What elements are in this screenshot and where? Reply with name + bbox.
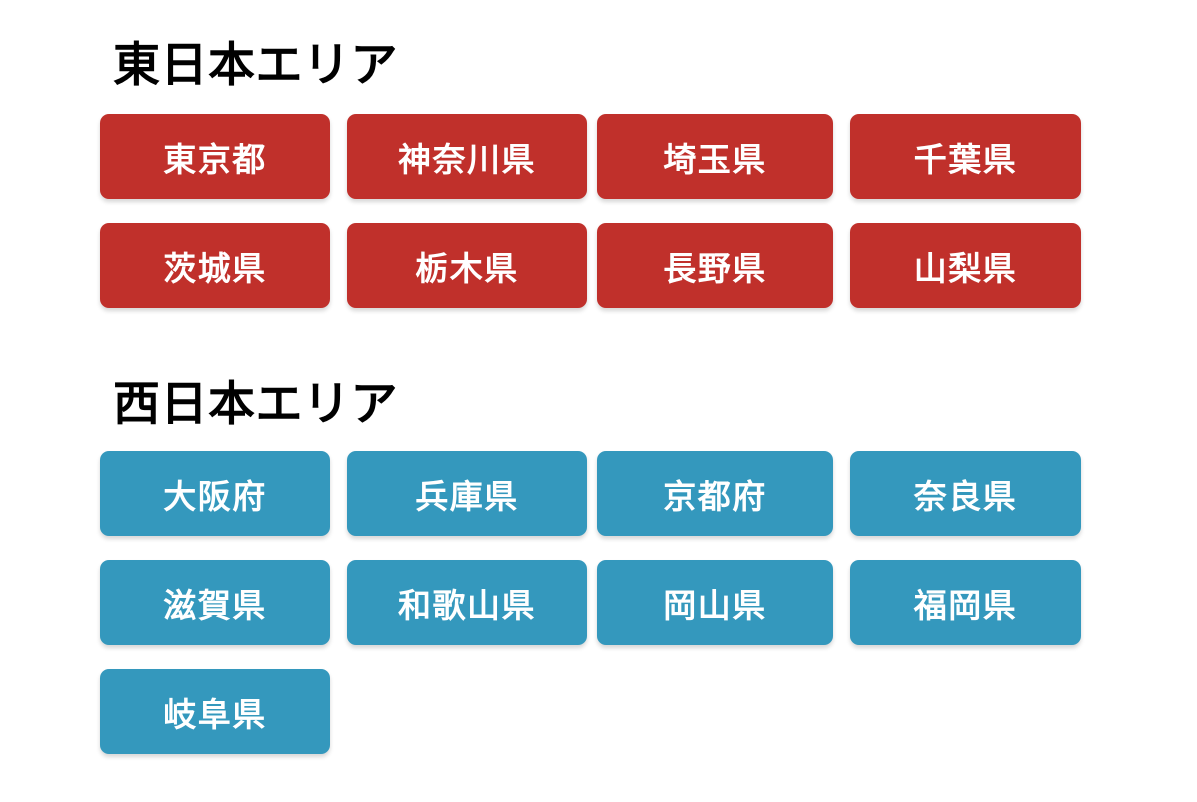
tag-group-east-japan: 東京都 神奈川県 埼玉県 千葉県 茨城県 栃木県 xyxy=(0,114,1197,308)
tag-slot: 栃木県 xyxy=(347,223,597,308)
prefecture-tag[interactable]: 山梨県 xyxy=(850,223,1081,308)
prefecture-tag[interactable]: 埼玉県 xyxy=(597,114,833,199)
prefecture-tag[interactable]: 岐阜県 xyxy=(100,669,330,754)
tag-slot: 和歌山県 xyxy=(347,560,597,645)
prefecture-tag[interactable]: 奈良県 xyxy=(850,451,1081,536)
prefecture-tag[interactable]: 栃木県 xyxy=(347,223,587,308)
tag-row: 滋賀県 和歌山県 岡山県 福岡県 xyxy=(100,560,1197,645)
tag-slot: 兵庫県 xyxy=(347,451,597,536)
prefecture-tag[interactable]: 福岡県 xyxy=(850,560,1081,645)
tag-group-west-japan: 大阪府 兵庫県 京都府 奈良県 滋賀県 和歌山県 xyxy=(0,451,1197,754)
tag-slot: 岡山県 xyxy=(597,560,850,645)
prefecture-tag[interactable]: 兵庫県 xyxy=(347,451,587,536)
tag-slot: 滋賀県 xyxy=(100,560,347,645)
tag-row: 茨城県 栃木県 長野県 山梨県 xyxy=(100,223,1197,308)
tag-slot: 大阪府 xyxy=(100,451,347,536)
tag-slot: 京都府 xyxy=(597,451,850,536)
tag-slot: 長野県 xyxy=(597,223,850,308)
prefecture-tag[interactable]: 長野県 xyxy=(597,223,833,308)
tag-slot: 福岡県 xyxy=(850,560,1097,645)
section-west-japan: 西日本エリア 大阪府 兵庫県 京都府 奈良県 滋賀県 xyxy=(0,347,1197,754)
prefecture-tag[interactable]: 大阪府 xyxy=(100,451,330,536)
prefecture-tag[interactable]: 神奈川県 xyxy=(347,114,587,199)
tag-slot: 埼玉県 xyxy=(597,114,850,199)
tag-slot: 東京都 xyxy=(100,114,347,199)
tag-slot: 岐阜県 xyxy=(100,669,347,754)
section-heading-east-japan: 東日本エリア xyxy=(113,38,398,93)
prefecture-tag[interactable]: 滋賀県 xyxy=(100,560,330,645)
prefecture-tag[interactable]: 東京都 xyxy=(100,114,330,199)
section-east-japan: 東日本エリア 東京都 神奈川県 埼玉県 千葉県 茨城県 xyxy=(0,0,1197,308)
tag-row: 東京都 神奈川県 埼玉県 千葉県 xyxy=(100,114,1197,199)
prefecture-tag[interactable]: 京都府 xyxy=(597,451,833,536)
tag-row: 岐阜県 xyxy=(100,669,1197,754)
tag-slot: 山梨県 xyxy=(850,223,1097,308)
tag-slot: 茨城県 xyxy=(100,223,347,308)
section-heading-west-japan: 西日本エリア xyxy=(113,377,398,432)
tag-slot: 千葉県 xyxy=(850,114,1097,199)
tag-row: 大阪府 兵庫県 京都府 奈良県 xyxy=(100,451,1197,536)
prefecture-tag[interactable]: 岡山県 xyxy=(597,560,833,645)
prefecture-tag[interactable]: 和歌山県 xyxy=(347,560,587,645)
prefecture-tag[interactable]: 茨城県 xyxy=(100,223,330,308)
tag-slot: 奈良県 xyxy=(850,451,1097,536)
prefecture-tag[interactable]: 千葉県 xyxy=(850,114,1081,199)
tag-slot: 神奈川県 xyxy=(347,114,597,199)
